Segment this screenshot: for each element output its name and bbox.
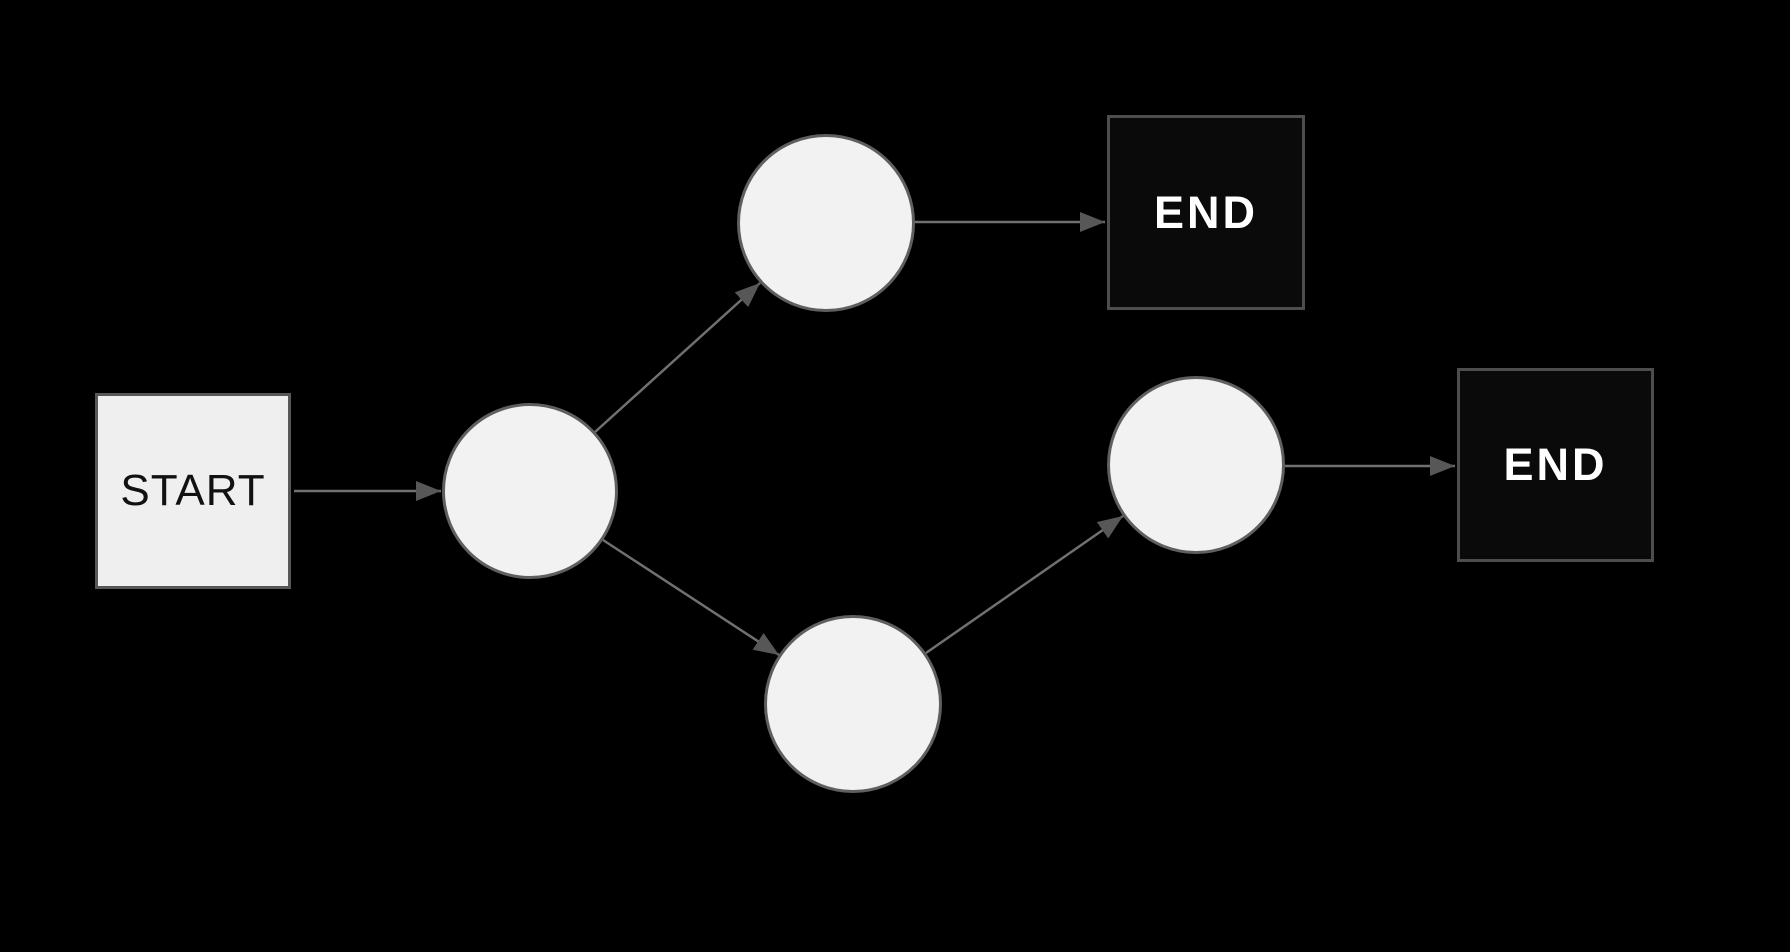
start-node[interactable]: START	[95, 393, 291, 589]
process-node-1[interactable]	[442, 403, 618, 579]
end-node-2-label: END	[1503, 439, 1608, 490]
end-node-1-label: END	[1153, 186, 1258, 238]
process-node-4[interactable]	[1107, 376, 1285, 554]
process-node-3[interactable]	[764, 615, 942, 793]
edge-arrow-p3-to-p4	[925, 514, 1124, 655]
edge-arrow-p1-to-p3	[602, 538, 780, 657]
start-node-label: START	[120, 466, 266, 515]
end-node-2[interactable]: END	[1457, 368, 1654, 562]
end-node-1[interactable]: END	[1107, 115, 1305, 310]
process-node-2[interactable]	[737, 134, 915, 312]
edge-arrow-p1-to-p2	[594, 282, 761, 433]
